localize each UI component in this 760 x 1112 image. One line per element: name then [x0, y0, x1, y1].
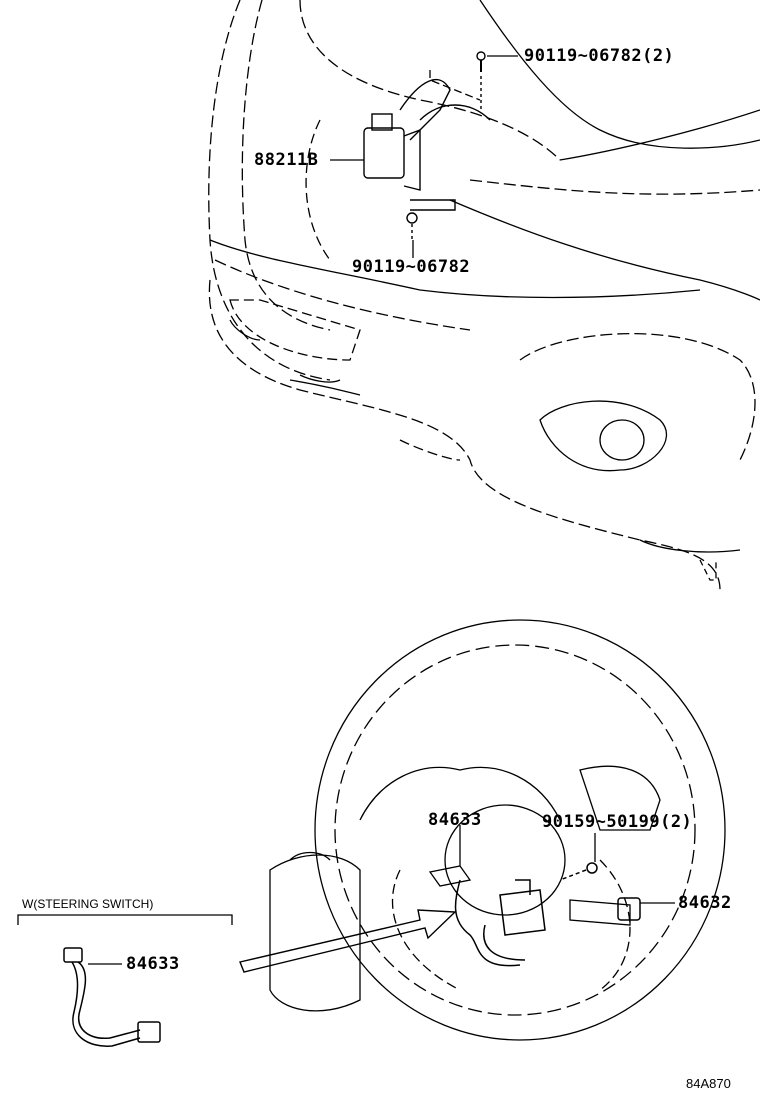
steering-switch-drawing	[454, 862, 641, 967]
part-label-bolt-top: 90119~06782(2)	[524, 46, 675, 66]
vehicle-front-drawing	[208, 0, 760, 591]
inset-bracket	[17, 914, 233, 925]
part-label-bolt-mid: 90119~06782	[352, 257, 471, 277]
part-label-screw: 90159~50199(2)	[542, 812, 693, 832]
arrow-icon	[239, 909, 457, 973]
part-label-sensor: 88211B	[254, 150, 319, 170]
figure-code: 84A870	[686, 1076, 731, 1091]
part-label-wire-steering: 84633	[428, 810, 482, 830]
part-label-wire-inset: 84633	[126, 954, 180, 974]
steering-wheel-drawing	[269, 619, 726, 1041]
wire-84633-drawing	[63, 947, 161, 1047]
sensor-88211b-drawing	[363, 51, 491, 240]
inset-title: W(STEERING SWITCH)	[22, 897, 154, 911]
part-label-switch: 84632	[678, 893, 732, 913]
